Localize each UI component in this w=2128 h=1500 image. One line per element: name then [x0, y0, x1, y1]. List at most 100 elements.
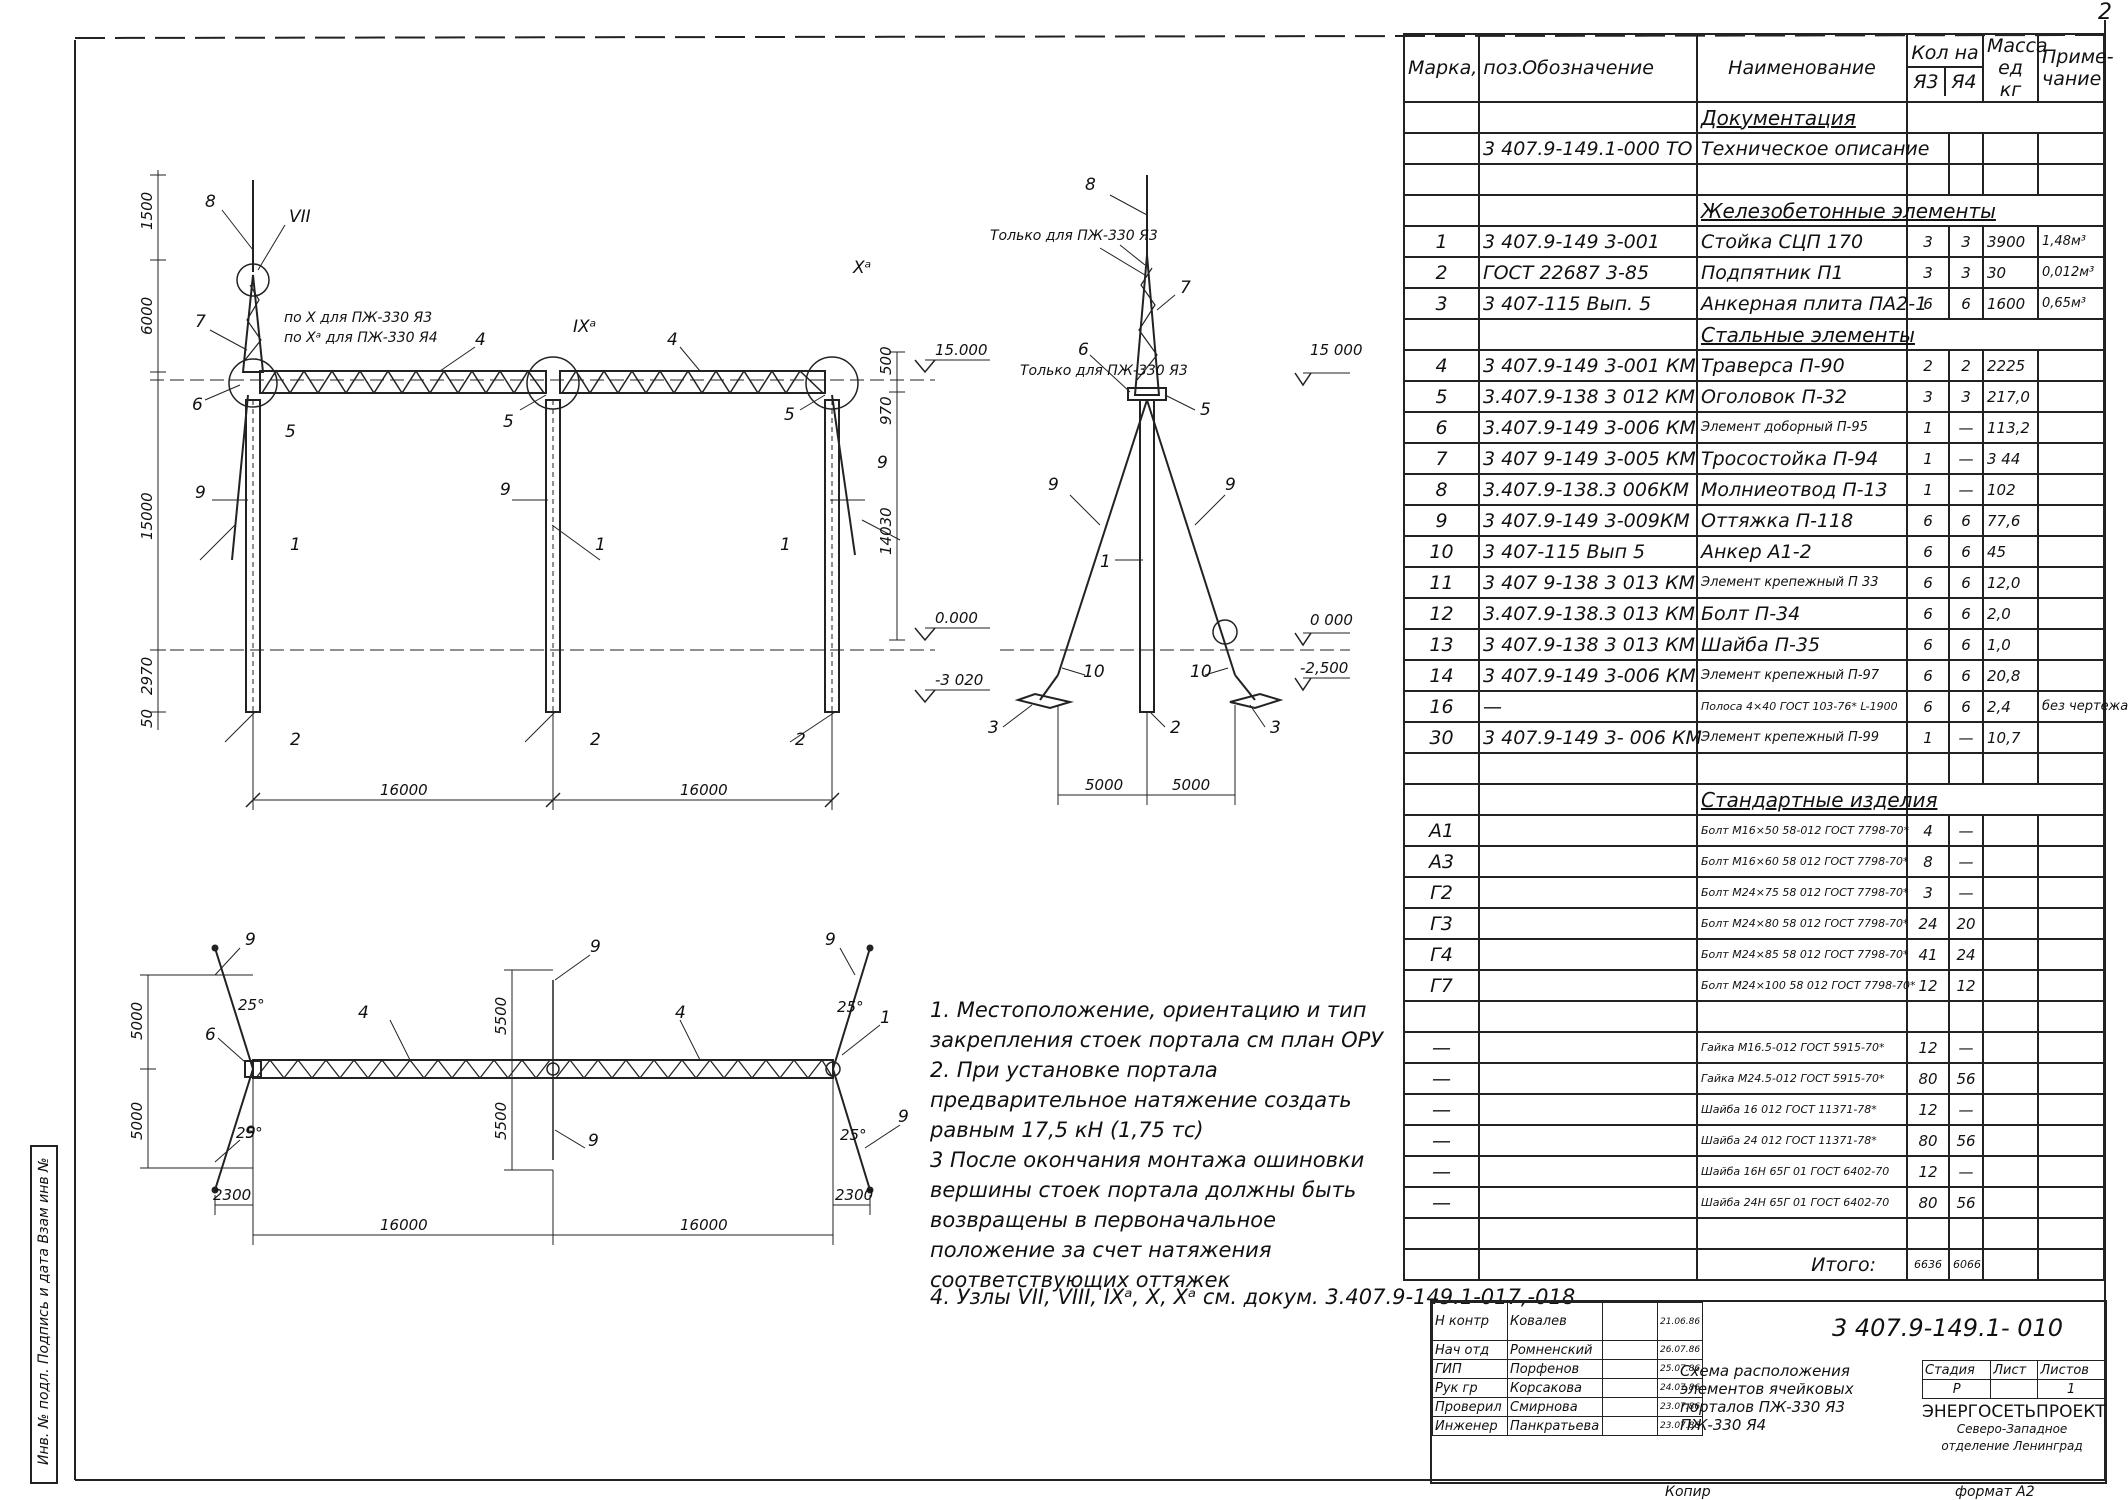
specification-table: Марка, поз. Обозначение Наименование Кол…	[1403, 33, 2128, 1281]
cell-designation: 3.407.9-138.3 013 КМ	[1478, 597, 1698, 630]
sheet-value	[1990, 1379, 2039, 1399]
cell-ya3: 12	[1906, 1093, 1950, 1126]
blank-cell	[1478, 163, 1698, 196]
cell-name: Анкер А1-2	[1696, 535, 1908, 568]
cell-mark: 2	[1403, 256, 1480, 289]
cell-name: Болт П-34	[1696, 597, 1908, 630]
cell-ya4: 56	[1948, 1062, 1984, 1095]
cell-note: 1,48м³	[2037, 225, 2105, 258]
cell-ya3: 80	[1906, 1062, 1950, 1095]
cell-ya4: 56	[1948, 1186, 1984, 1219]
cell-designation: 3 407.9-149 3-001	[1478, 225, 1698, 258]
section-empty	[1478, 194, 1698, 227]
signature-role: Проверил	[1432, 1397, 1508, 1417]
level-15: 15.000	[935, 341, 988, 359]
side-label-9a: 9	[1048, 475, 1059, 495]
cell-note	[2037, 938, 2105, 971]
section-rc: Железобетонные элементы	[1697, 194, 1996, 227]
cell-note	[2037, 814, 2105, 847]
cell-ya4: 6	[1948, 659, 1984, 692]
label-2c: 2	[795, 730, 806, 750]
cell-name: Стойка СЦП 170	[1696, 225, 1908, 258]
signature-name: Корсакова	[1507, 1378, 1603, 1398]
signature-name: Смирнова	[1507, 1397, 1603, 1417]
blank-cell	[1696, 1217, 1908, 1250]
dim-14030: 14030	[877, 507, 895, 555]
cell-ya4: —	[1948, 411, 1984, 444]
dim-2970: 2970	[138, 657, 156, 695]
cell-name: Элемент крепежный П 33	[1696, 566, 1908, 599]
cell-ya3	[1906, 1000, 1950, 1033]
label-4a: 4	[475, 330, 486, 350]
cell-note	[2037, 628, 2105, 661]
cell-name	[1696, 1000, 1908, 1033]
cell-mark: Г4	[1403, 938, 1480, 971]
cell-name: Шайба 24Н 65Г 01 ГОСТ 6402-70	[1696, 1186, 1908, 1219]
cell-note	[2037, 1155, 2105, 1188]
total-ya3: 6636	[1906, 1248, 1950, 1281]
section-doc: Документация	[1697, 101, 1907, 134]
org-sub: Северо-Западное отделение Ленинград	[1941, 1422, 2083, 1453]
cell-ya3: 3	[1906, 225, 1950, 258]
cell-designation	[1478, 1124, 1698, 1157]
cell-designation	[1478, 1031, 1698, 1064]
cell-name: Траверса П-90	[1696, 349, 1908, 382]
plan-label-6: 6	[205, 1025, 216, 1045]
blank-cell	[2037, 163, 2105, 196]
signature-date: 26.07.86	[1656, 1340, 1704, 1360]
side-w2: 5000	[1172, 776, 1210, 794]
blank-cell	[1696, 163, 1908, 196]
cell-name: Техническое описание	[1696, 132, 1929, 165]
cell-ya4: —	[1948, 721, 1984, 754]
hdr-qty-sub: Я3 Я4	[1908, 67, 1982, 96]
cell-mark: —	[1403, 1124, 1480, 1157]
cell-ya4: —	[1948, 1093, 1984, 1126]
cell-designation	[1478, 814, 1698, 847]
blank-cell	[1478, 752, 1698, 785]
cell-name: Шайба 16 012 ГОСТ 11371-78*	[1696, 1093, 1908, 1126]
label-8: 8	[205, 192, 216, 212]
cell-note: 0,012м³	[2037, 256, 2105, 289]
cell-mass: 2,4	[1982, 690, 2039, 723]
hdr-ya3: Я3	[1908, 67, 1946, 96]
blank-cell	[1403, 1217, 1480, 1250]
cell-designation	[1478, 1186, 1698, 1219]
cell-ya4: —	[1948, 845, 1984, 878]
blank-cell	[1906, 163, 1950, 196]
cell-note	[2037, 721, 2105, 754]
cell-note	[2037, 659, 2105, 692]
section-empty	[1906, 101, 2105, 134]
cell-ya4: 6	[1948, 535, 1984, 568]
cell-designation	[1478, 1155, 1698, 1188]
cell-mass	[1982, 1124, 2039, 1157]
side-level-m25: -2,500	[1300, 659, 1348, 677]
cell-designation: 3 407.9-149 3-009КМ	[1478, 504, 1698, 537]
cell-designation: 3 407.9-149 3-006 КМ	[1478, 659, 1698, 692]
cell-ya3: 12	[1906, 969, 1950, 1002]
cell-mass: 3 44	[1982, 442, 2039, 475]
table-row: —Шайба 16 012 ГОСТ 11371-78*12—	[1403, 1093, 2105, 1126]
cell-name: Подпятник П1	[1696, 256, 1908, 289]
organization: ЭНЕРГОСЕТЬПРОЕКТ Северо-Западное отделен…	[1922, 1404, 2106, 1455]
cell-note	[2037, 907, 2105, 940]
cell-note	[2037, 349, 2105, 382]
total-empty	[2037, 1248, 2105, 1281]
cell-note	[2037, 566, 2105, 599]
plan-angle-1: 25°	[238, 996, 265, 1014]
cell-mark: 11	[1403, 566, 1480, 599]
side-label-10a: 10	[1083, 662, 1105, 682]
cell-mass	[1982, 1186, 2039, 1219]
section-row: Стандартные изделия	[1403, 783, 2105, 816]
cell-ya4: —	[1948, 1031, 1984, 1064]
label-2b: 2	[590, 730, 601, 750]
side-label-2: 2	[1170, 718, 1181, 738]
label-5c: 5	[784, 405, 795, 425]
